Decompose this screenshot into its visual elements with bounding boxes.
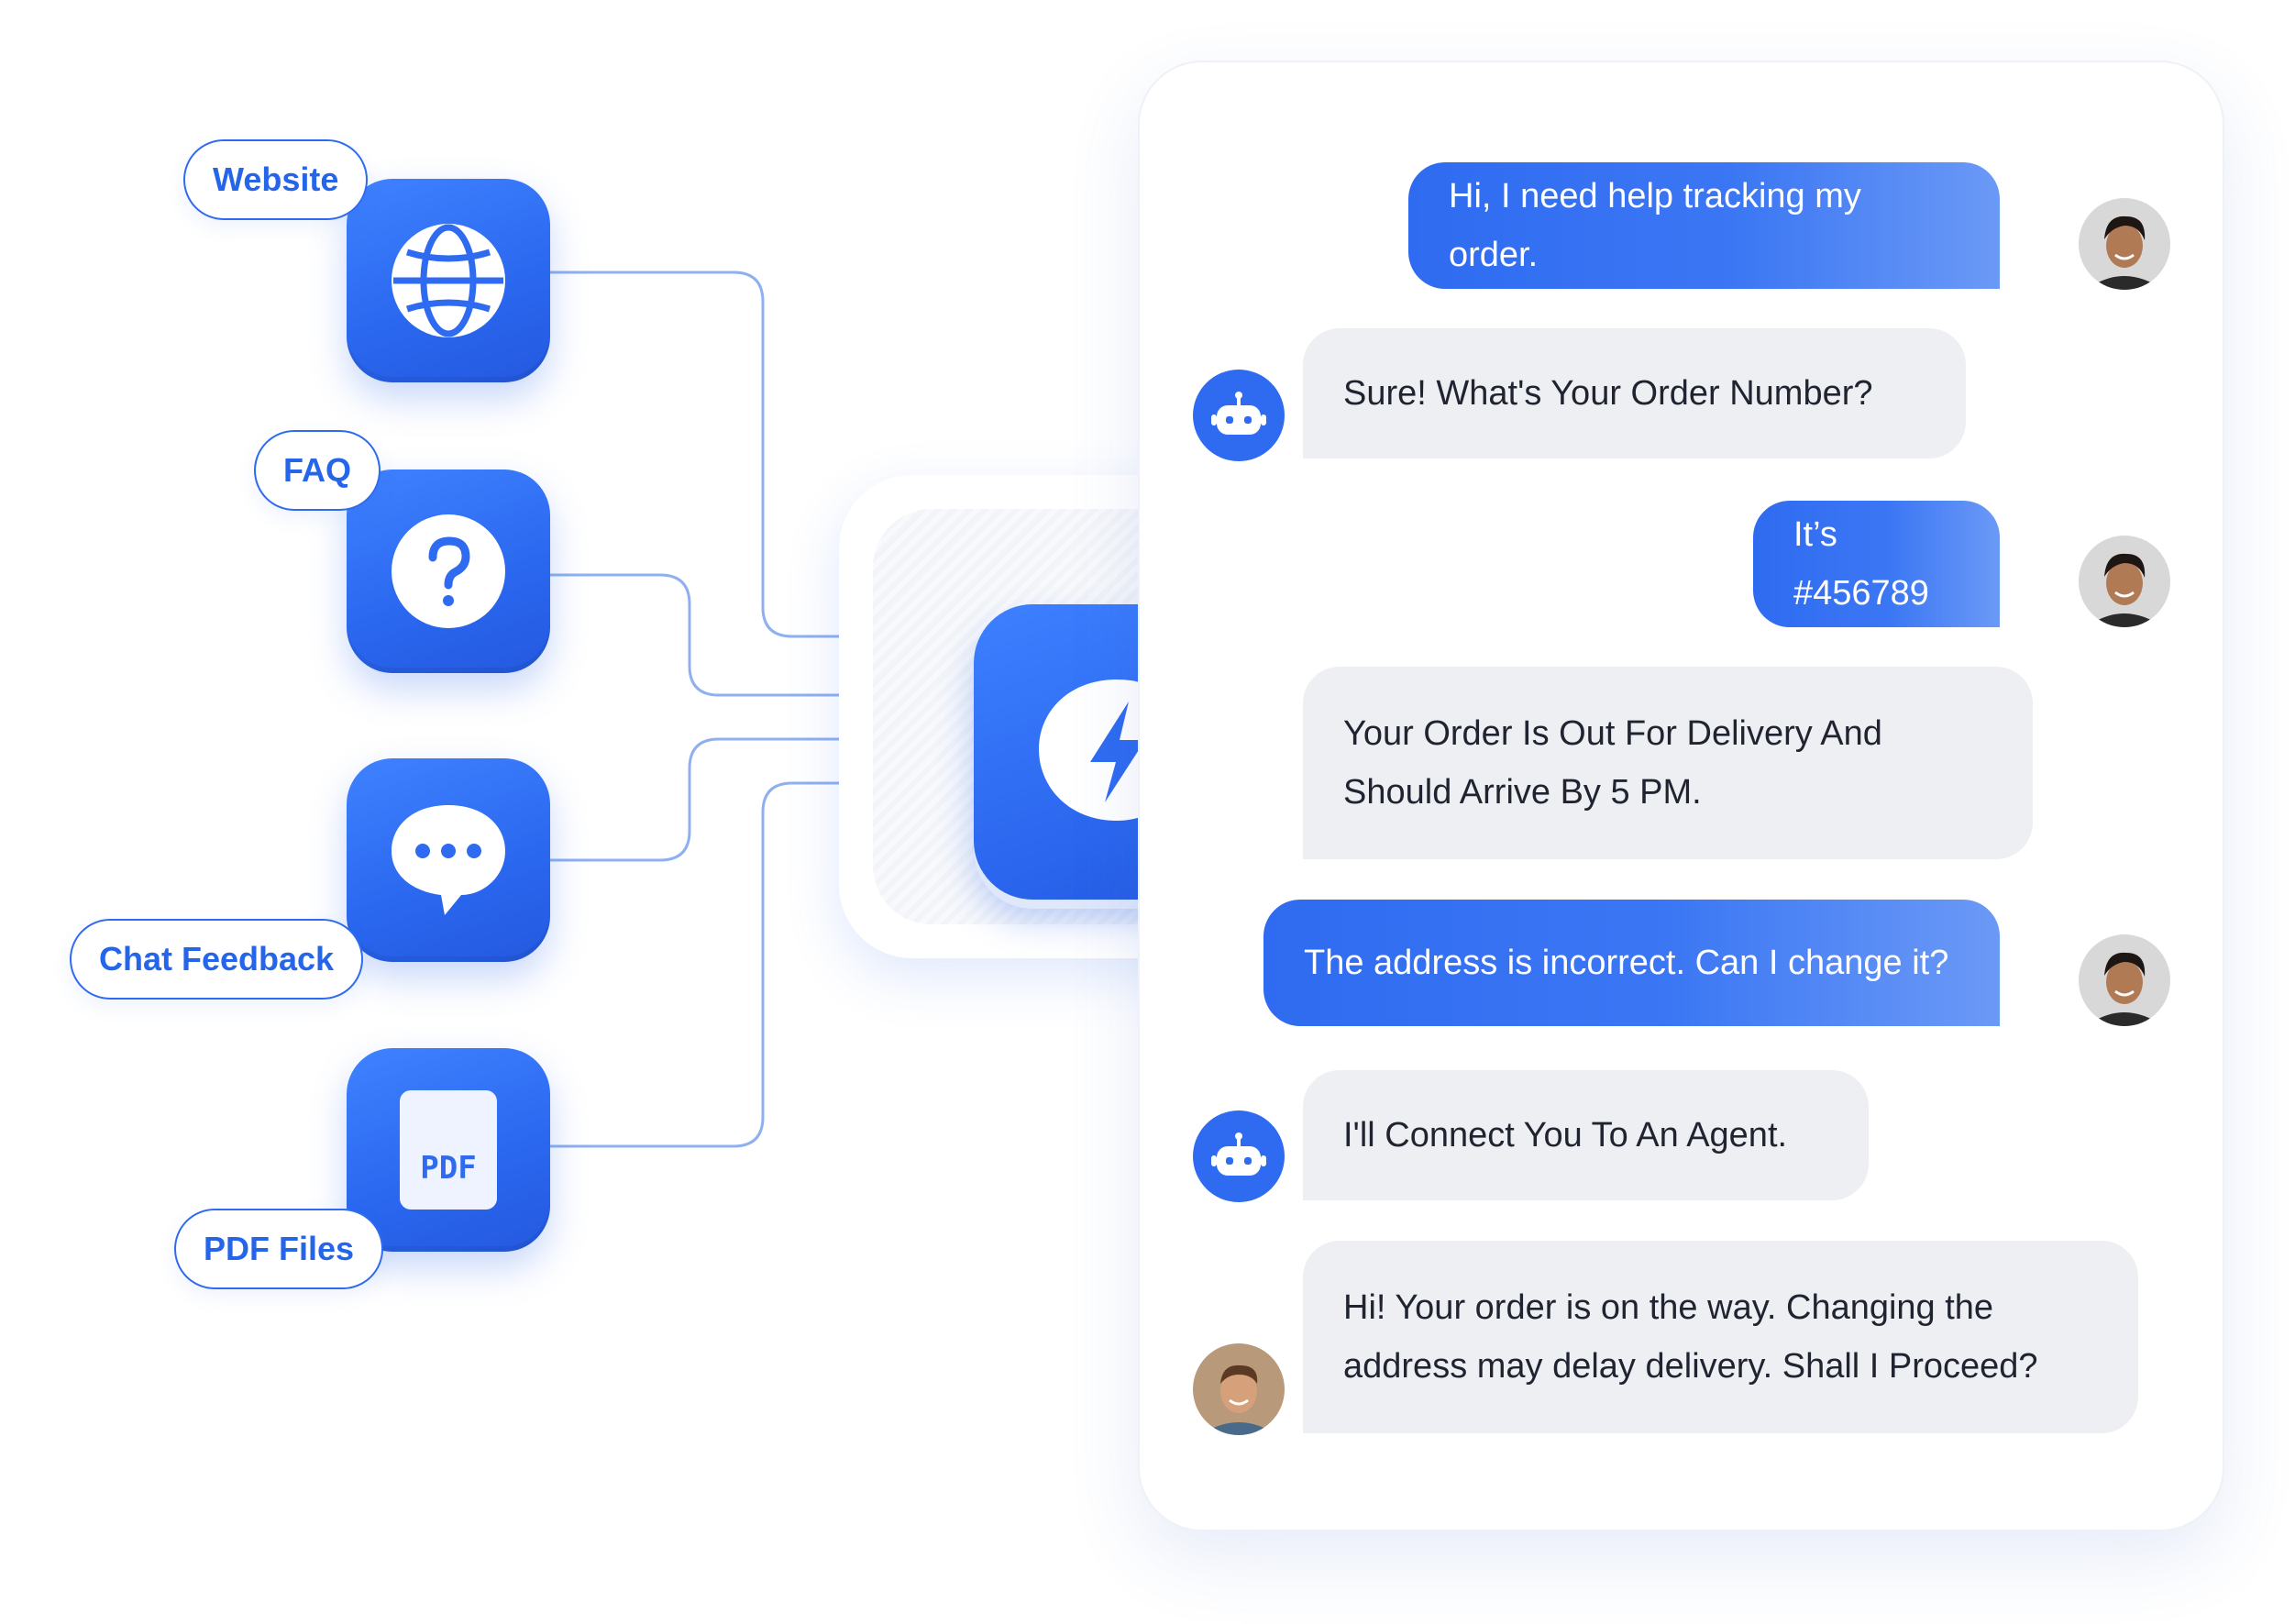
robot-icon (1211, 1132, 1266, 1176)
pdf-badge-text: PDF (420, 1150, 476, 1187)
agent-message-bubble: Hi! Your order is on the way. Changing t… (1303, 1241, 2138, 1433)
pdf-files-label[interactable]: PDF Files (174, 1209, 384, 1289)
message-text-line: Your Order Is Out For Delivery And (1343, 714, 1882, 753)
message-text-line: address may delay delivery. Shall I Proc… (1343, 1347, 2038, 1386)
message-text: Hi, I need help tracking my order. (1449, 177, 1861, 274)
globe-icon (392, 224, 505, 337)
message-text: The address is incorrect. Can I change i… (1304, 944, 1949, 982)
chat-dots-icon (392, 805, 505, 915)
faq-source-tile[interactable] (347, 470, 550, 673)
user-avatar-image (2079, 198, 2170, 290)
message-text-line: Hi! Your order is on the way. Changing t… (1343, 1288, 1994, 1327)
bot-message-bubble: I'll Connect You To An Agent. (1303, 1070, 1869, 1200)
website-source-tile[interactable] (347, 179, 550, 382)
user-avatar-image (2079, 536, 2170, 627)
chat-feedback-label[interactable]: Chat Feedback (70, 919, 364, 1000)
chat-feedback-source-tile[interactable] (347, 758, 550, 962)
agent-avatar-image (1193, 1343, 1285, 1435)
user-message-bubble: The address is incorrect. Can I change i… (1263, 900, 2000, 1026)
bot-message-bubble: Sure! What's Your Order Number? (1303, 328, 1966, 458)
pdf-files-source-tile[interactable]: PDF (347, 1048, 550, 1252)
question-icon (392, 514, 505, 628)
bot-message-bubble: Your Order Is Out For Delivery And Shoul… (1303, 667, 2033, 859)
agent-avatar (1193, 1343, 1285, 1435)
message-text: Sure! What's Your Order Number? (1343, 374, 1873, 413)
faq-label[interactable]: FAQ (254, 430, 381, 511)
message-text: I'll Connect You To An Agent. (1343, 1116, 1788, 1154)
website-label[interactable]: Website (183, 139, 369, 220)
pdf-icon: PDF (400, 1090, 497, 1210)
user-avatar (2079, 536, 2170, 627)
user-avatar-image (2079, 934, 2170, 1026)
robot-icon (1211, 392, 1266, 435)
message-text-line: Should Arrive By 5 PM. (1343, 773, 1702, 812)
bot-avatar (1193, 1110, 1285, 1202)
user-message-bubble: Hi, I need help tracking my order. (1408, 162, 2000, 289)
user-avatar (2079, 198, 2170, 290)
message-text: It’s #456789 (1793, 515, 1929, 613)
user-avatar (2079, 934, 2170, 1026)
chat-panel: Hi, I need help tracking my order. Sure!… (1138, 61, 2224, 1531)
user-message-bubble: It’s #456789 (1753, 501, 2000, 627)
bot-avatar (1193, 370, 1285, 461)
